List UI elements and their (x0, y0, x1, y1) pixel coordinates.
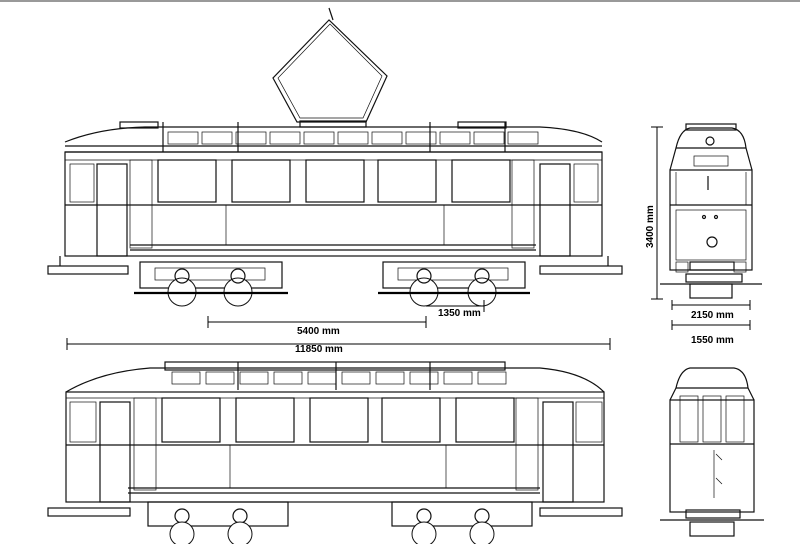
pantograph (272, 7, 388, 128)
dim-label-1550: 1550 mm (691, 335, 734, 346)
dim-label-11850: 11850 mm (295, 344, 343, 355)
end-view-upper (660, 123, 762, 299)
platform-left (47, 265, 129, 275)
door-right (539, 163, 571, 257)
side-windows-upper (69, 159, 599, 203)
bogie-upper-left (134, 261, 288, 307)
dimension-height: 3400 mm (645, 126, 663, 300)
bogie-lower-left (147, 501, 289, 544)
dimension-width: 2150 mm (671, 300, 751, 321)
dimension-track: 1550 mm (671, 320, 751, 346)
clerestory-windows-upper (167, 131, 539, 145)
end-view-lower (660, 367, 764, 537)
bogie-lower-right (391, 501, 533, 544)
dimension-length: 11850 mm (66, 338, 611, 355)
side-view-lower (47, 361, 623, 544)
dim-label-1350: 1350 mm (438, 308, 481, 319)
car-body (64, 151, 603, 257)
dim-label-3400: 3400 mm (645, 205, 656, 248)
dimension-wheelbase: 1350 mm (426, 300, 485, 319)
door-left (96, 163, 128, 257)
bogie-upper-right (378, 261, 530, 307)
roof (64, 126, 603, 143)
dimension-bogie-center: 5400 mm (207, 316, 427, 337)
side-view-with-pantograph (47, 7, 623, 307)
dim-label-2150: 2150 mm (691, 310, 734, 321)
platform-right (539, 265, 623, 275)
clerestory-windows-lower (171, 371, 507, 385)
dim-label-5400: 5400 mm (297, 326, 340, 337)
